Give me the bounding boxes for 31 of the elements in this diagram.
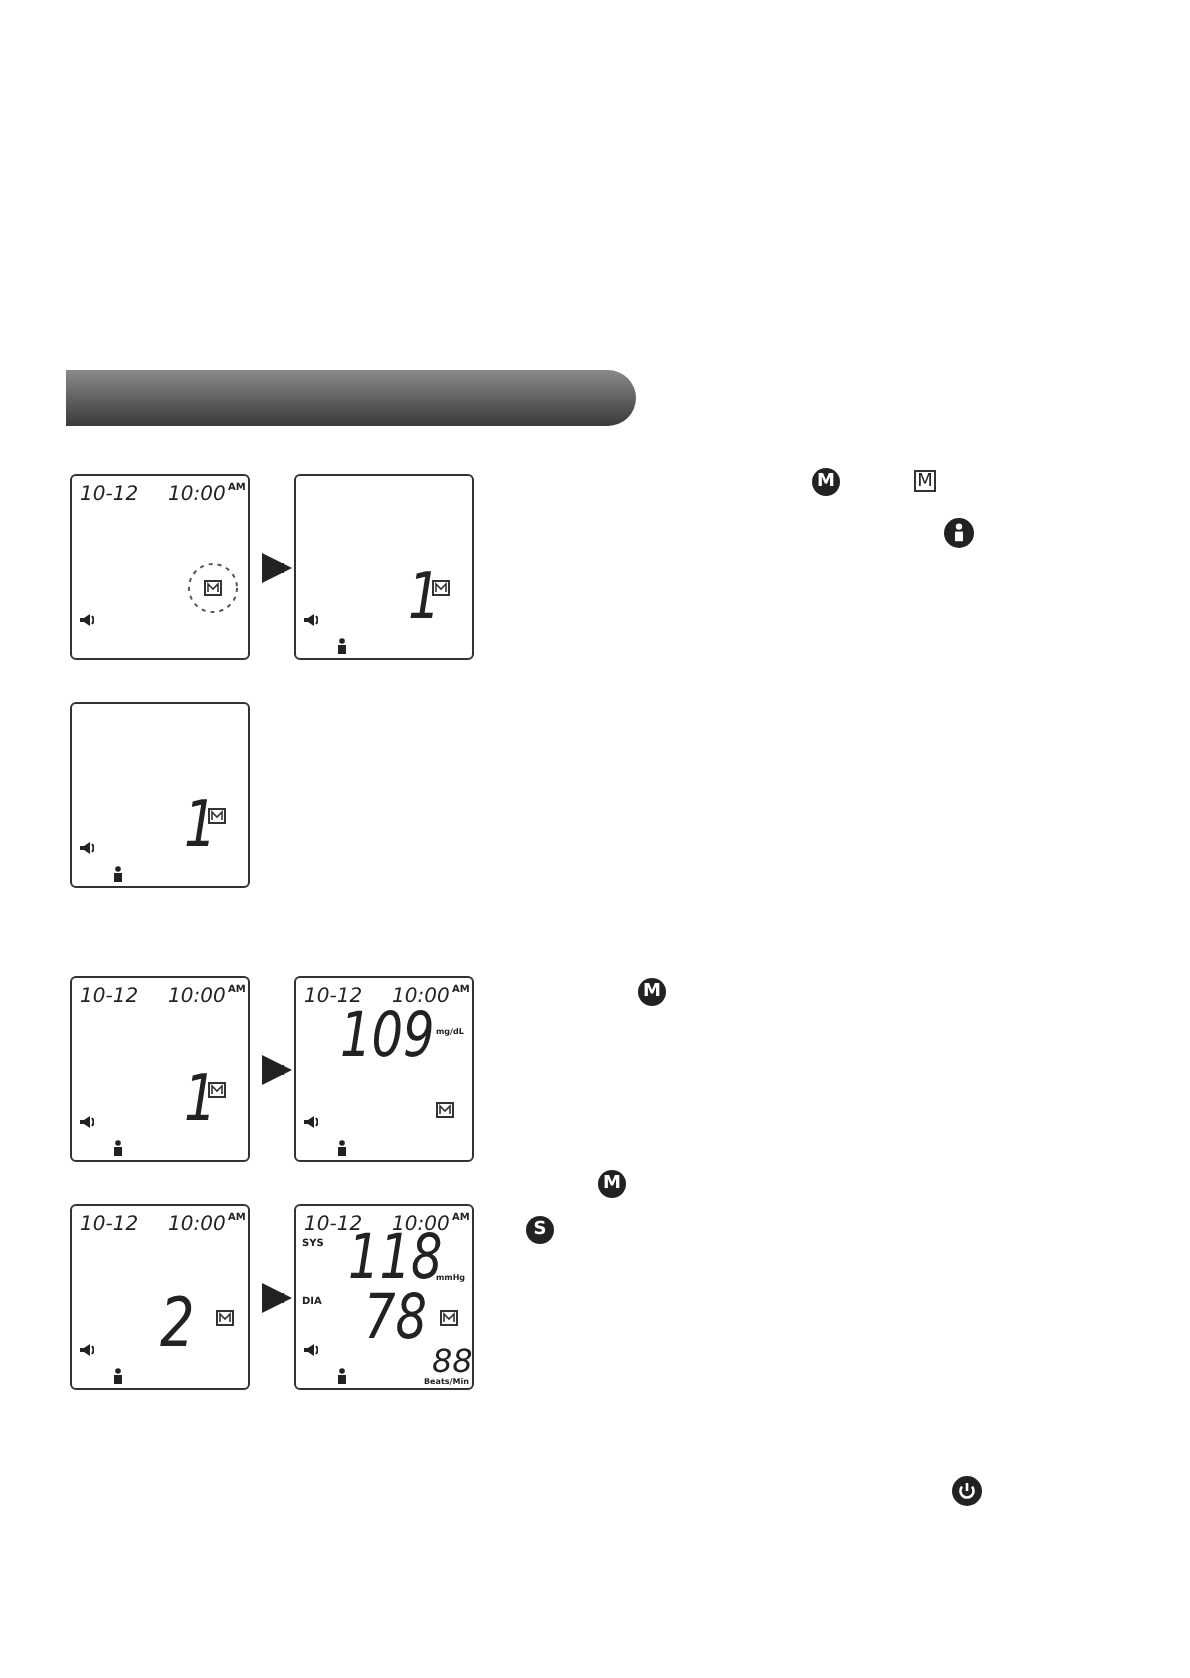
reading-digit: 1 — [184, 1066, 217, 1130]
m-button-icon: M — [812, 468, 840, 496]
lcd-screen — [70, 1204, 250, 1390]
arrow — [262, 1055, 292, 1085]
time-readout: 10:00 — [392, 988, 450, 1008]
m-button-icon: M — [598, 1170, 626, 1198]
lcd-screen — [294, 976, 474, 1162]
lcd-screen — [70, 474, 250, 660]
time-readout: 10:00 — [168, 1216, 226, 1236]
m-button-icon: M — [638, 978, 666, 1006]
date-readout: 10-12 — [80, 1216, 139, 1236]
date-readout: 10-12 — [80, 486, 139, 506]
reading-digit: 1 — [408, 564, 441, 628]
lcd-screen — [70, 702, 250, 888]
s-button-icon: S — [526, 1216, 554, 1244]
reading-digit: 2 — [160, 1290, 195, 1358]
reading-digit: 1 — [184, 792, 217, 856]
time-readout: 10:00 — [168, 486, 226, 506]
lcd-screen — [294, 1204, 474, 1390]
arrow — [262, 1283, 292, 1313]
date-readout: 10-12 — [304, 1216, 363, 1236]
lcd-screen — [70, 976, 250, 1162]
glucose-reading: 109 — [340, 1006, 435, 1068]
date-readout: 10-12 — [304, 988, 363, 1008]
memory-mode-icon: M — [914, 470, 936, 492]
date-readout: 10-12 — [80, 988, 139, 1008]
lcd-screen — [294, 474, 474, 660]
pulse-reading: 88 — [432, 1346, 473, 1378]
arrow — [262, 553, 292, 583]
time-readout: 10:00 — [168, 988, 226, 1008]
diastolic-reading: 78 — [364, 1288, 428, 1350]
